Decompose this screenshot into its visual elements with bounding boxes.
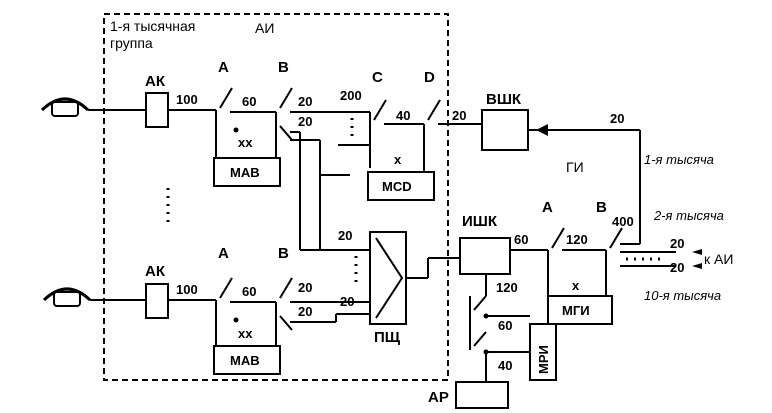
output-second-thousand: 2-я тысяча [653, 208, 724, 223]
gi-label: ГИ [566, 159, 584, 175]
psch-block [369, 231, 407, 325]
switch-c [373, 99, 387, 121]
stage-a-label-top: А [218, 59, 229, 76]
output-tenth-thousand: 10-я тысяча [644, 288, 721, 303]
telephone-icon-top [40, 97, 90, 117]
switch-b-bottom-2 [279, 315, 293, 331]
group-title-line2: группа [110, 35, 153, 51]
vshk-label: ВШК [486, 91, 522, 108]
num-100-bottom: 100 [176, 282, 198, 297]
num-200: 200 [340, 88, 362, 103]
ar-box [455, 381, 509, 409]
x-label-msd: х [394, 152, 402, 167]
ak-block-top [145, 92, 169, 128]
ishk-block [459, 237, 511, 275]
num-20-out-a: 20 [670, 236, 684, 251]
ar-label: АР [428, 389, 449, 406]
num-40-ar: 40 [498, 358, 512, 373]
mav-box-bottom [213, 345, 281, 375]
to-ai-label: к АИ [704, 251, 733, 267]
mav-label-top: МАВ [230, 165, 260, 180]
xx-label-bottom: хх [238, 326, 253, 341]
ak-label-bottom: АК [145, 263, 166, 280]
gi-switch-b [609, 227, 623, 249]
group-title-line1: 1-я тысячная [110, 18, 195, 34]
thousand-group-boundary [103, 13, 449, 381]
mav-label-bottom: МАВ [230, 353, 260, 368]
num-100-top: 100 [176, 92, 198, 107]
num-20-bottom-a: 20 [298, 280, 312, 295]
num-60-ishk: 60 [514, 232, 528, 247]
switch-b-bottom [279, 277, 293, 299]
stage-c-label: С [372, 69, 383, 86]
mri-box [529, 323, 557, 381]
stage-b-label-bottom: В [278, 245, 289, 262]
x-label-mgi: х [572, 278, 580, 293]
xx-label-top: хх [238, 135, 253, 150]
mgi-label: МГИ [562, 303, 590, 318]
telephone-icon-bottom [42, 287, 92, 307]
ishk-label: ИШК [462, 213, 498, 230]
num-20-bottom-b: 20 [298, 304, 312, 319]
num-20-top-a: 20 [298, 94, 312, 109]
mgi-box [547, 295, 613, 325]
num-60-top: 60 [242, 94, 256, 109]
num-60-bottom: 60 [242, 284, 256, 299]
gi-stage-a-label: А [542, 199, 553, 216]
ak-label-top: АК [145, 73, 166, 90]
psch-label: ПЩ [374, 329, 401, 346]
num-400: 400 [612, 214, 634, 229]
num-20-d: 20 [452, 108, 466, 123]
msd-label: МСD [382, 179, 412, 194]
output-first-thousand: 1-я тысяча [644, 152, 714, 167]
stage-a-label-bottom: А [218, 245, 229, 262]
num-20-first: 20 [610, 111, 624, 126]
gi-switch-a [551, 227, 565, 249]
num-60-ar: 60 [498, 318, 512, 333]
num-20-top-b: 20 [298, 114, 312, 129]
vshk-block [481, 109, 529, 151]
arrow-into-vshk [536, 124, 548, 136]
num-20-psch-b: 20 [340, 294, 354, 309]
num-20-out-b: 20 [670, 260, 684, 275]
switch-b-top-2 [279, 125, 293, 141]
switch-a-top [219, 87, 233, 109]
num-120-ishk: 120 [496, 280, 518, 295]
num-120-gi: 120 [566, 232, 588, 247]
ar-switch-1 [473, 295, 487, 311]
mri-label: МРИ [536, 345, 551, 374]
mav-box-top [213, 157, 281, 187]
num-40: 40 [396, 108, 410, 123]
gi-stage-b-label: В [596, 199, 607, 216]
ak-block-bottom [145, 283, 169, 319]
switch-d [427, 99, 441, 121]
ar-switch-2 [473, 331, 487, 347]
num-20-psch-a: 20 [338, 228, 352, 243]
msd-box [367, 171, 435, 201]
group-ai-label: АИ [255, 20, 274, 36]
stage-d-label: D [424, 69, 435, 86]
switch-b-top [279, 87, 293, 109]
stage-b-label-top: В [278, 59, 289, 76]
switch-a-bottom [219, 277, 233, 299]
